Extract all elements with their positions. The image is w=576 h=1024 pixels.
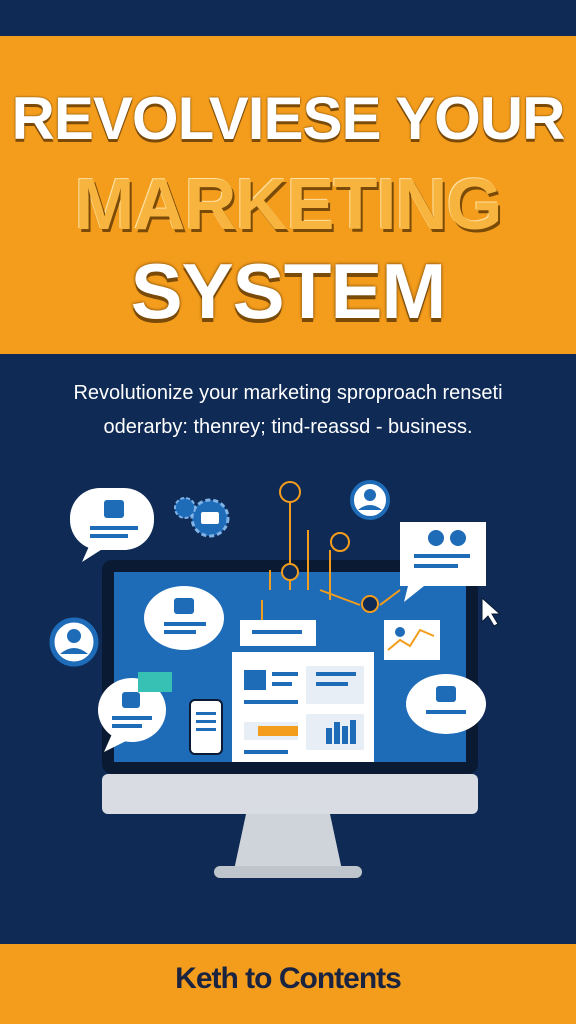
gear-icon [174, 497, 230, 538]
bar-chart-icon [326, 720, 356, 744]
chat-bubble-icon [98, 678, 166, 752]
top-band [0, 0, 576, 36]
footer-bar: Keth to Contents [0, 944, 576, 1024]
chat-bubble-icon [406, 674, 486, 734]
subtitle-line-2: oderarby: thenrey; tind-reassd - busines… [103, 416, 473, 438]
hero-title-line-2: MARKETING [74, 165, 503, 245]
chat-bubble-icon [70, 488, 154, 562]
subtitle-line-1: Revolutionize your marketing sproproach … [73, 382, 503, 404]
marketing-illustration [49, 480, 502, 878]
chat-bubble-icon [144, 586, 224, 650]
dashboard-panel [232, 652, 374, 762]
subtitle: Revolutionize your marketing sproproach … [30, 376, 546, 444]
user-avatar-icon [350, 480, 390, 520]
teal-card [138, 672, 172, 692]
mouse-cursor-icon [481, 596, 502, 627]
chat-card-icon [400, 522, 486, 602]
header-card-bar [252, 630, 302, 634]
hero-title-block: REVOLVIESE YOUR MARKETING SYSTEM [0, 36, 576, 354]
mobile-phone-icon [189, 699, 223, 755]
line-chart-icon [384, 620, 440, 660]
network-lines [261, 500, 401, 620]
hero-title-line-1: REVOLVIESE YOUR [11, 85, 566, 152]
user-avatar-icon [49, 617, 99, 667]
network-node-icon [279, 481, 379, 613]
table-of-contents-link[interactable]: Keth to Contents [175, 962, 402, 995]
hero-title-line-3: SYSTEM [130, 247, 447, 335]
